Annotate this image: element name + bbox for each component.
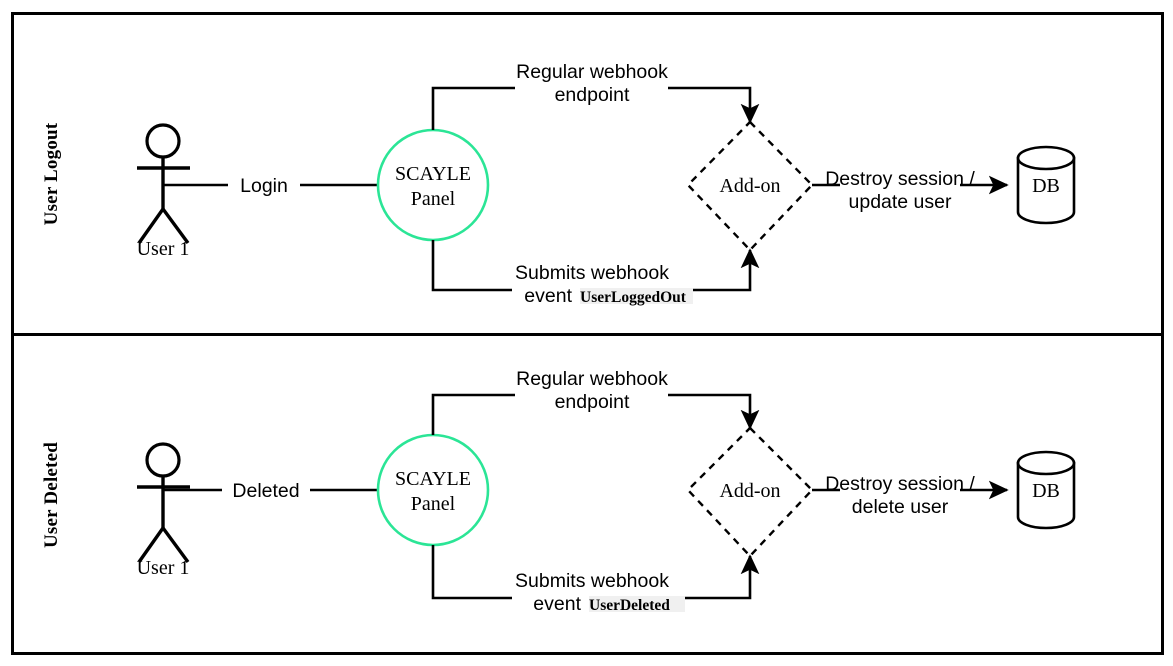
lane-title-user-logout: User Logout xyxy=(41,122,62,225)
edge-top-webhook-left xyxy=(431,86,515,130)
edge-bottom-webhook-label-line2: event UserDeleted xyxy=(533,593,685,615)
edge-bottom-webhook-label-line2: event UserLoggedOut xyxy=(524,285,693,307)
edge-top-webhook-right xyxy=(668,86,760,124)
process-node-label-line2: Panel xyxy=(411,493,456,515)
datastore-node-label: DB xyxy=(1032,480,1060,502)
datastore-node-db xyxy=(1016,145,1076,225)
decision-node-add-on xyxy=(686,426,814,558)
process-node-scayle-panel xyxy=(376,433,490,547)
edge-bottom-webhook-right xyxy=(670,554,760,600)
process-node-label-line1: SCAYLE xyxy=(395,468,471,490)
edge-bottom-webhook-label-line1: Submits webhook xyxy=(515,262,669,284)
edge-top-webhook-label-line2: endpoint xyxy=(555,84,630,106)
edge-bottom-webhook-event-token: UserDeleted xyxy=(589,597,670,614)
edge-bottom-webhook-event-token: UserLoggedOut xyxy=(580,289,687,306)
decision-node-label: Add-on xyxy=(719,480,780,502)
process-node-label-line1: SCAYLE xyxy=(395,163,471,185)
lane-user-logout: User Logout User 1 Login SCAYLE Panel Re… xyxy=(41,61,1076,307)
lane-user-deleted: User Deleted User 1 Deleted SCAYLE Panel… xyxy=(41,368,1076,615)
edge-bottom-webhook-left xyxy=(431,545,512,600)
process-node-scayle-panel xyxy=(376,128,490,242)
datastore-node-db xyxy=(1016,450,1076,530)
actor-stick-figure-icon xyxy=(137,442,190,564)
decision-node-label: Add-on xyxy=(719,175,780,197)
edge-top-webhook-left xyxy=(431,393,515,435)
actor-label: User 1 xyxy=(137,557,190,579)
edge-bottom-webhook-right xyxy=(670,248,760,292)
edge-bottom-webhook-prefix: event xyxy=(524,285,572,307)
edge-addon-to-db-label-line1: Destroy session / xyxy=(825,473,975,495)
edge-top-webhook-label-line2: endpoint xyxy=(555,391,630,413)
edge-bottom-webhook-label-line1: Submits webhook xyxy=(515,570,669,592)
edge-top-webhook-label-line1: Regular webhook xyxy=(516,368,668,390)
edge-addon-to-db-label-line2: delete user xyxy=(852,496,949,518)
edge-top-webhook-right xyxy=(668,393,760,430)
process-node-label-line2: Panel xyxy=(411,188,456,210)
edge-addon-to-db-label-line1: Destroy session / xyxy=(825,168,975,190)
actor-stick-figure-icon xyxy=(137,123,190,245)
edge-addon-to-db-label-line2: update user xyxy=(849,191,953,213)
edge-bottom-webhook-prefix: event xyxy=(533,593,581,615)
actor-label: User 1 xyxy=(137,238,190,260)
lane-title-user-deleted: User Deleted xyxy=(41,442,62,548)
edge-actor-to-panel-label: Deleted xyxy=(232,480,299,502)
datastore-node-label: DB xyxy=(1032,175,1060,197)
edge-top-webhook-label-line1: Regular webhook xyxy=(516,61,668,83)
edge-actor-to-panel-label: Login xyxy=(240,175,288,197)
edge-bottom-webhook-left xyxy=(431,240,512,292)
decision-node-add-on xyxy=(686,120,814,252)
